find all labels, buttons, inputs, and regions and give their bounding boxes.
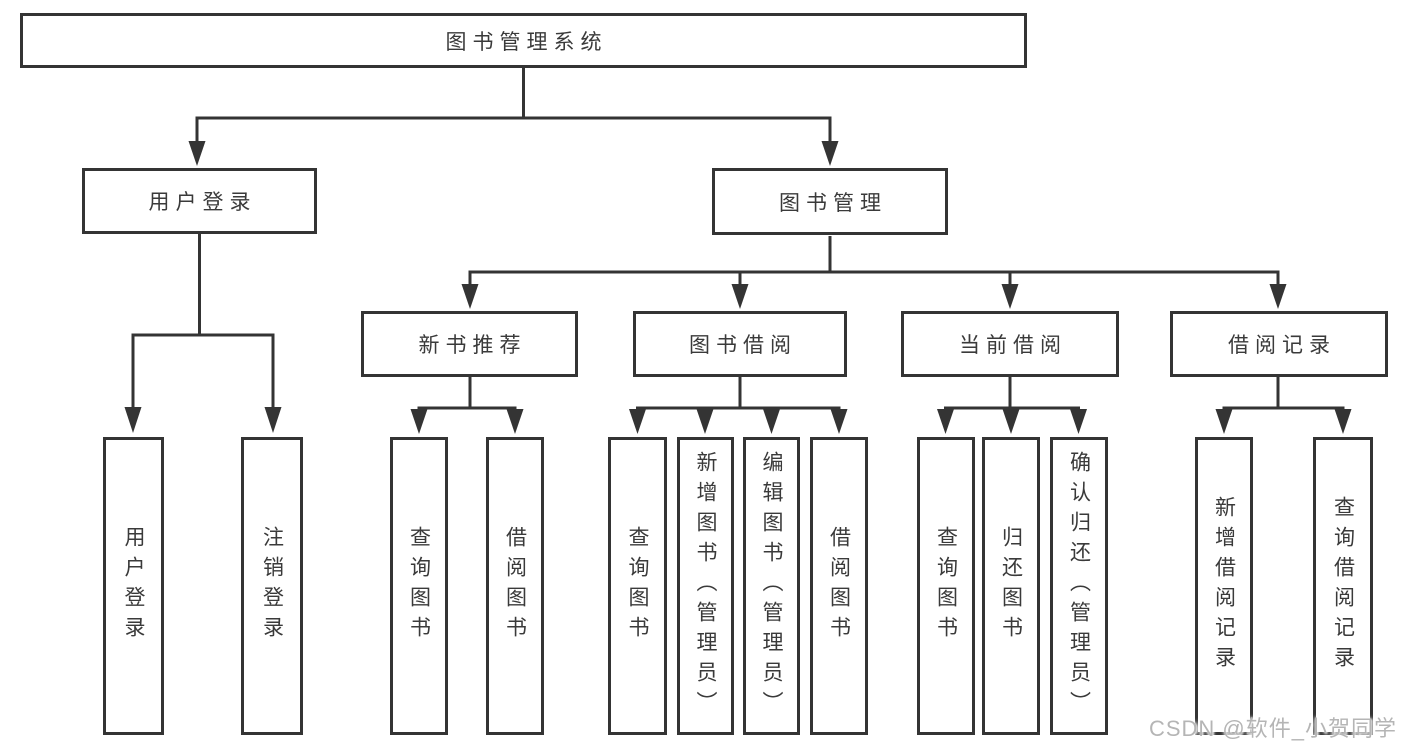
leaf-borrow-books-1: 借阅图书 — [486, 437, 544, 735]
leaf-borrow-books-2: 借阅图书 — [810, 437, 868, 735]
node-root: 图书管理系统 — [20, 13, 1027, 68]
leaf-return-book: 归还图书 — [982, 437, 1040, 735]
leaf-edit-book-admin: 编辑图书（管理员） — [743, 437, 800, 735]
arrowhead-icon — [124, 141, 1352, 434]
leaf-query-borrow-record: 查询借阅记录 — [1313, 437, 1373, 735]
leaf-add-borrow-record: 新增借阅记录 — [1195, 437, 1253, 735]
node-new-book-recommend: 新书推荐 — [361, 311, 578, 377]
leaf-query-books-1: 查询图书 — [390, 437, 448, 735]
leaf-logout-login: 注销登录 — [241, 437, 303, 735]
watermark: CSDN @软件_小贺同学 — [1148, 716, 1397, 741]
node-borrow-records: 借阅记录 — [1170, 311, 1388, 377]
leaf-query-books-2: 查询图书 — [608, 437, 667, 735]
leaf-confirm-return-admin: 确认归还（管理员） — [1050, 437, 1108, 735]
leaf-query-books-3: 查询图书 — [917, 437, 975, 735]
node-current-borrow: 当前借阅 — [901, 311, 1119, 377]
leaf-user-login: 用户登录 — [103, 437, 164, 735]
leaf-add-book-admin: 新增图书（管理员） — [677, 437, 734, 735]
node-book-borrow: 图书借阅 — [633, 311, 847, 377]
node-user-login-group: 用户登录 — [82, 168, 317, 234]
node-book-management: 图书管理 — [712, 168, 948, 235]
